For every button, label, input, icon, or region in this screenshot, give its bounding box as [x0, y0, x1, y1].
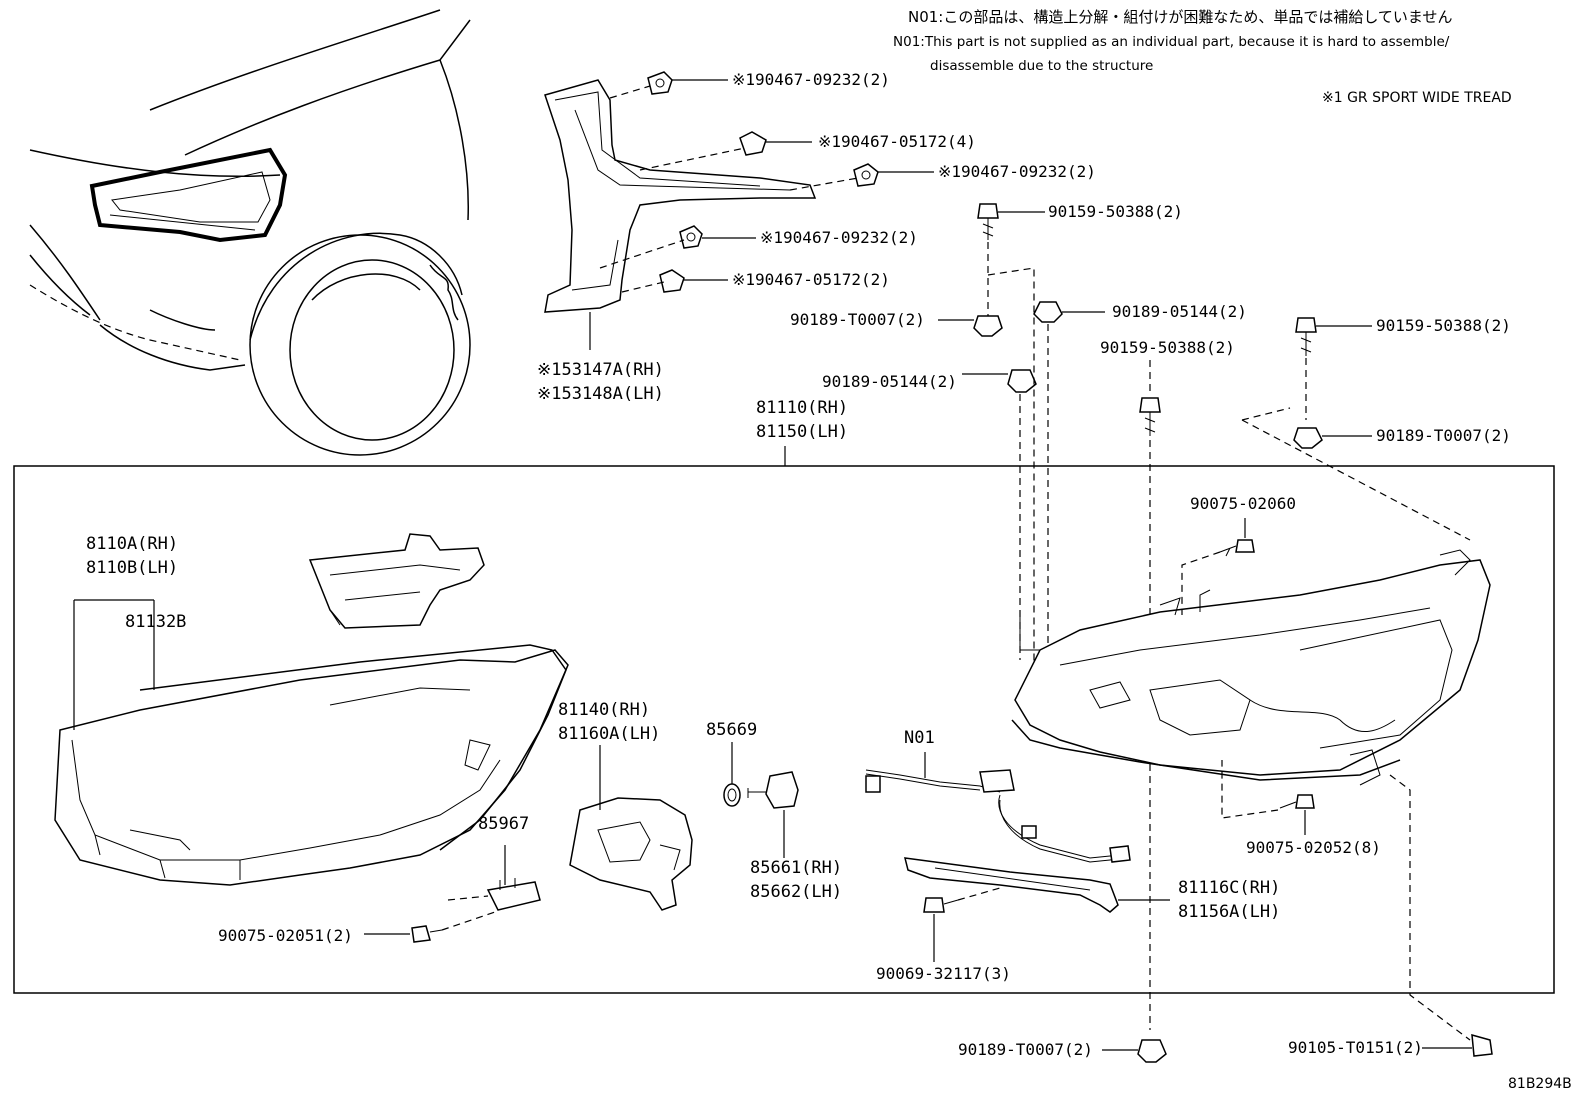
label-81132b: 81132B [125, 612, 187, 632]
label-90159-50388-a: 90159-50388(2) [1048, 202, 1183, 221]
label-90189-t0007-a: 90189-T0007(2) [790, 310, 925, 329]
part-85967 [364, 845, 541, 943]
label-90159-50388-b: 90159-50388(2) [1100, 338, 1235, 357]
bolt-icon [977, 203, 999, 240]
label-90189-05144-b: 90189-05144(2) [822, 372, 957, 391]
label-190467-09232-a: ※190467-09232(2) [732, 70, 890, 89]
bracket-81140 [569, 745, 693, 911]
diagram-reference-code: 81B294B [1508, 1076, 1572, 1092]
label-90189-t0007-b: 90189-T0007(2) [1376, 426, 1511, 445]
label-85967: 85967 [478, 814, 530, 834]
housing-bracket [308, 533, 485, 629]
bolt-icon [1219, 539, 1255, 557]
vehicle-front-sketch [29, 9, 471, 456]
clip-icon [679, 225, 703, 249]
label-85662: 85662(LH) [750, 882, 843, 902]
label-81116c: 81116C(RH) [1178, 878, 1281, 898]
label-81140: 81140(RH) [558, 700, 651, 720]
label-81150: 81150(LH) [756, 422, 849, 442]
trim-strip-81116c [904, 857, 1170, 913]
label-8110b: 8110B(LH) [86, 558, 179, 578]
label-190467-09232-c: ※190467-09232(2) [760, 228, 918, 247]
label-81156a: 81156A(LH) [1178, 902, 1281, 922]
clip-nut-icon [1137, 1039, 1167, 1063]
clip-icon [739, 131, 767, 156]
label-8110a: 8110A(RH) [86, 534, 179, 554]
bolt-icon [1295, 317, 1317, 356]
garnish-leaders [589, 79, 934, 350]
label-90075-02060: 90075-02060 [1190, 494, 1296, 513]
note-n01-en-line1: N01:This part is not supplied as an indi… [893, 34, 1450, 50]
assembly-fasteners [923, 518, 1493, 1063]
headlamp-assembly-81110 [1011, 549, 1491, 786]
wire-harness-n01 [865, 752, 1131, 863]
label-85661: 85661(RH) [750, 858, 843, 878]
headlamp-lens-8110a [54, 649, 569, 886]
garnish-fasteners [647, 71, 879, 293]
clip-icon [647, 71, 673, 95]
note-mark1: ※1 GR SPORT WIDE TREAD [1322, 90, 1512, 106]
label-90105-t0151: 90105-T0151(2) [1288, 1038, 1423, 1057]
note-n01-en-line2: disassemble due to the structure [930, 58, 1154, 74]
label-190467-09232-b: ※190467-09232(2) [938, 162, 1096, 181]
label-190467-05172-4: ※190467-05172(4) [818, 132, 976, 151]
clip-nut-icon [973, 315, 1003, 337]
bolt-icon [923, 897, 959, 913]
clip-icon [659, 269, 685, 293]
socket-85661 [747, 771, 799, 858]
clip-nut-icon [1293, 427, 1323, 449]
label-n01: N01 [904, 728, 935, 748]
ring-85669 [723, 742, 741, 807]
bolt-icon [1139, 397, 1161, 436]
label-90189-t0007-c: 90189-T0007(2) [958, 1040, 1093, 1059]
bolt-icon [1471, 1033, 1493, 1057]
label-81110: 81110(RH) [756, 398, 849, 418]
label-81160a: 81160A(LH) [558, 724, 661, 744]
assembly-frame [13, 465, 1555, 994]
label-90189-05144-a: 90189-05144(2) [1112, 302, 1247, 321]
gasket-81132b [139, 644, 567, 851]
label-53147a: ※153147A(RH) [537, 360, 664, 380]
lens-leaders [73, 599, 155, 730]
garnish-53147a [544, 79, 817, 313]
bolt-icon [1279, 794, 1315, 809]
bolt-icon [411, 925, 443, 943]
clip-nut-icon [1033, 301, 1063, 323]
label-90075-02052: 90075-02052(8) [1246, 838, 1381, 857]
upper-fasteners [938, 203, 1471, 1030]
label-53148a: ※153148A(LH) [537, 384, 664, 404]
label-85669: 85669 [706, 720, 758, 740]
label-90159-50388-c: 90159-50388(2) [1376, 316, 1511, 335]
label-190467-05172-2: ※190467-05172(2) [732, 270, 890, 289]
label-90075-02051: 90075-02051(2) [218, 926, 353, 945]
label-90069-32117: 90069-32117(3) [876, 964, 1011, 983]
note-n01-jp: N01:この部品は、構造上分解・組付けが困難なため、単品では補給していません [908, 8, 1453, 26]
clip-icon [853, 163, 879, 187]
clip-nut-icon [1007, 369, 1037, 393]
